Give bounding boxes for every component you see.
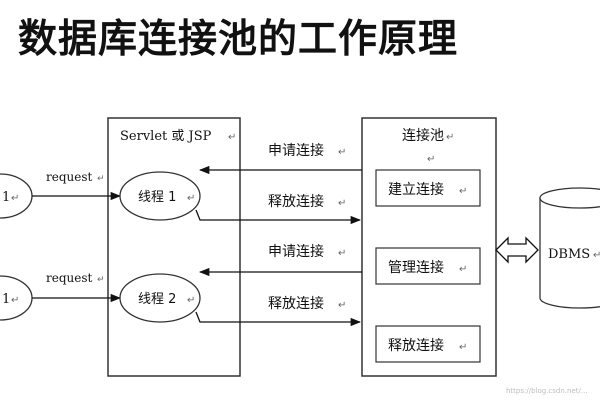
paragraph-mark-item-1: ↵ <box>459 186 467 197</box>
paragraph-mark-req-2: ↵ <box>338 248 346 259</box>
pool-item-manage <box>375 247 481 285</box>
pool-item-release <box>375 325 481 363</box>
watermark: https://blog.csdn.net/... <box>506 387 588 395</box>
paragraph-mark-client-2: ↵ <box>11 295 19 306</box>
paragraph-mark-pool-2: ↵ <box>427 154 435 165</box>
request-label-1: request <box>46 170 93 184</box>
paragraph-mark-thread-2: ↵ <box>187 295 195 306</box>
thread-label-2: 线程 2 <box>138 292 176 307</box>
paragraph-mark-servlet: ↵ <box>228 132 236 143</box>
paragraph-mark-pool: ↵ <box>446 132 454 143</box>
paragraph-mark-dbms: ↵ <box>593 250 600 261</box>
servlet-box-label: Servlet 或 JSP <box>120 129 212 144</box>
release-connection-label-2: 释放连接 <box>268 295 324 312</box>
pool-item-establish-label: 建立连接 <box>388 181 444 198</box>
paragraph-mark-rel-2: ↵ <box>338 300 346 311</box>
request-connection-label-2: 申请连接 <box>268 243 324 260</box>
paragraph-mark-rel-1: ↵ <box>338 198 346 209</box>
paragraph-mark-thread-1: ↵ <box>187 193 195 204</box>
thread-label-1: 线程 1 <box>138 190 176 205</box>
pool-box-label: 连接池 <box>402 127 444 144</box>
pool-dbms-double-arrow <box>495 236 539 264</box>
paragraph-mark-request-2: ↵ <box>97 275 105 285</box>
pool-item-establish <box>375 169 481 207</box>
release-connection-arrow-2 <box>195 311 362 327</box>
paragraph-mark-item-3: ↵ <box>459 342 467 353</box>
paragraph-mark-req-1: ↵ <box>338 147 346 158</box>
client-label-1: 1 <box>2 190 10 205</box>
thread-ellipse-2 <box>119 273 201 323</box>
request-connection-label-1: 申请连接 <box>268 142 324 159</box>
page-title: 数据库连接池的工作原理 <box>18 17 459 62</box>
paragraph-mark-request-1: ↵ <box>97 174 105 184</box>
dbms-cylinder <box>539 187 600 309</box>
thread-ellipse-1 <box>119 171 201 221</box>
servlet-box <box>107 117 241 377</box>
release-connection-arrow-1 <box>195 209 362 225</box>
pool-item-release-label: 释放连接 <box>388 337 444 354</box>
release-connection-label-1: 释放连接 <box>268 193 324 210</box>
client-label-2: 1 <box>2 292 10 307</box>
request-label-2: request <box>46 271 93 285</box>
pool-box <box>361 117 497 377</box>
dbms-label: DBMS <box>548 247 590 262</box>
pool-item-manage-label: 管理连接 <box>388 259 444 276</box>
paragraph-mark-item-2: ↵ <box>459 264 467 275</box>
paragraph-mark-client-1: ↵ <box>11 193 19 204</box>
